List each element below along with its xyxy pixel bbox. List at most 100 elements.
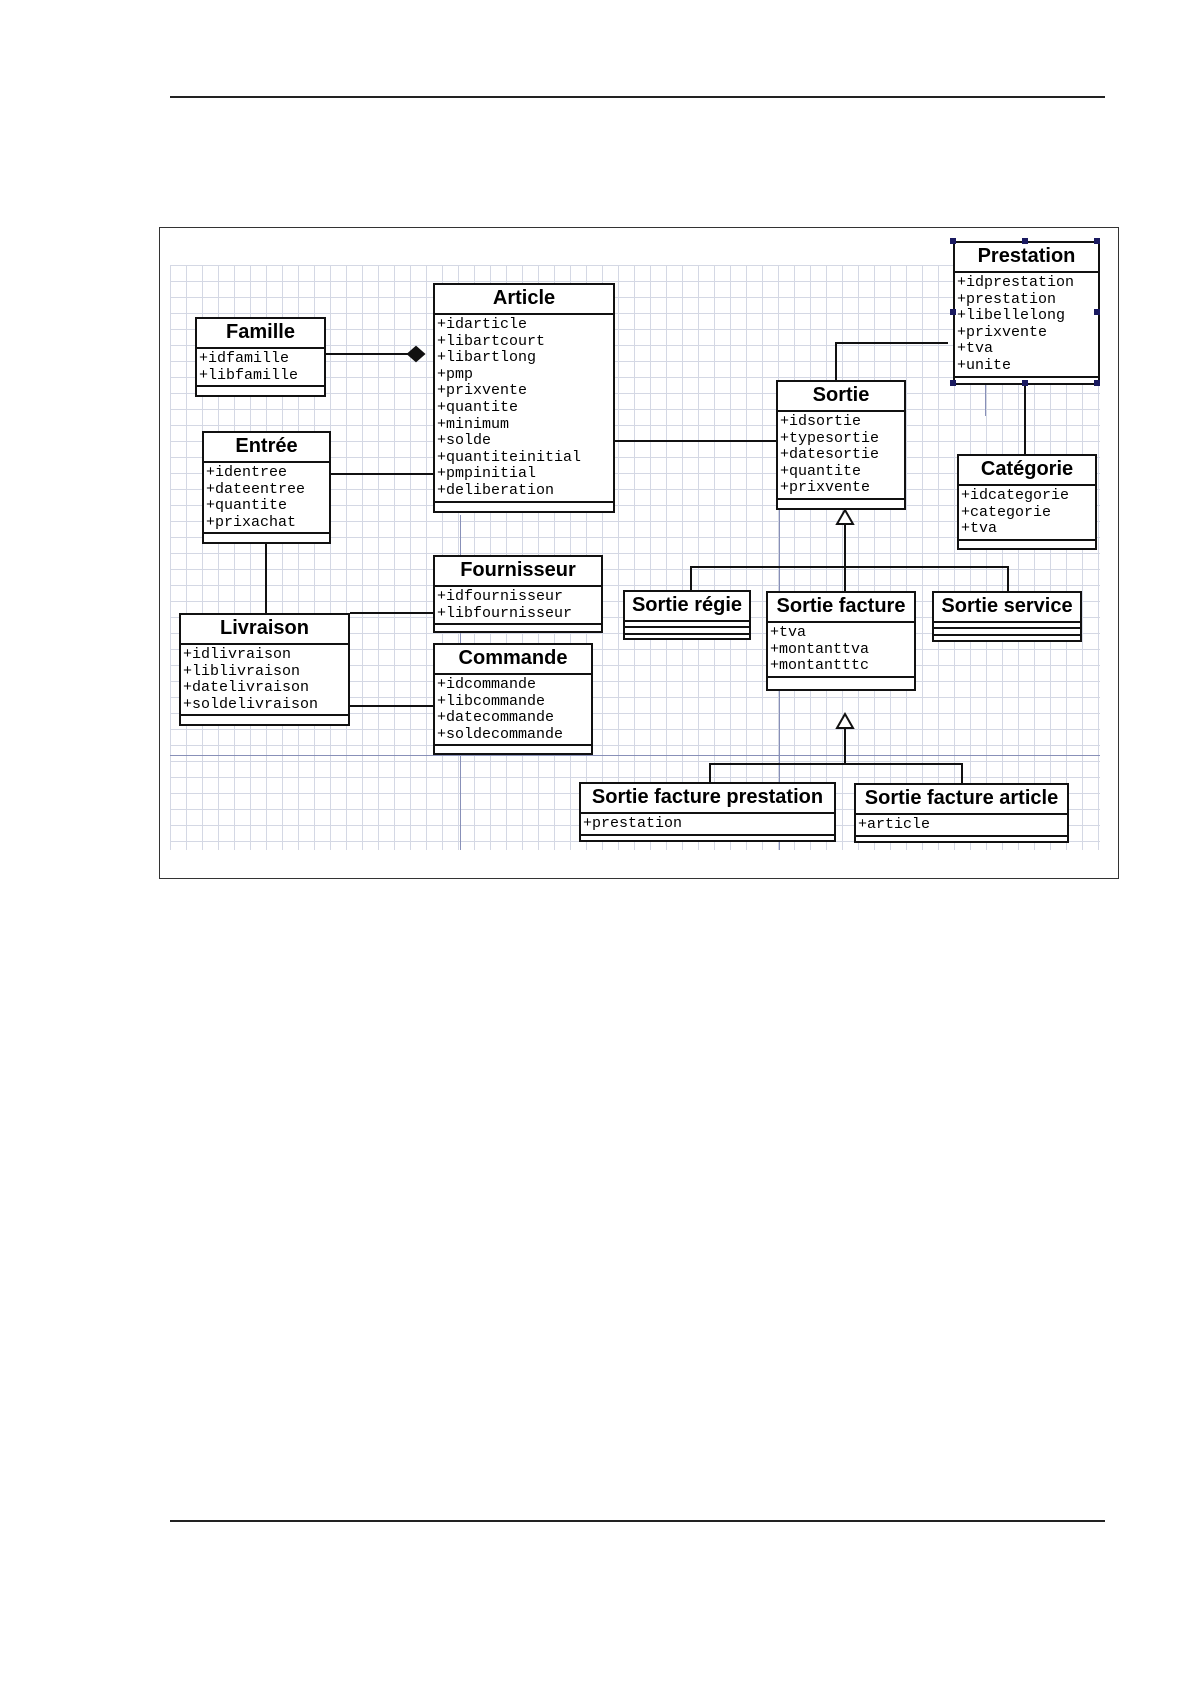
class-title: Prestation <box>955 243 1098 273</box>
composition-diamond <box>406 345 426 363</box>
class-article[interactable]: Article +idarticle +libartcourt +libartl… <box>433 283 615 513</box>
class-sortie-regie[interactable]: Sortie régie <box>623 590 751 640</box>
class-operations <box>856 834 1067 843</box>
class-livraison[interactable]: Livraison +idlivraison +liblivraison +da… <box>179 613 350 726</box>
attribute: +libartcourt <box>437 332 546 350</box>
generalization-arrow-sortie <box>835 507 855 525</box>
class-attributes: +idprestation +prestation +libellelong +… <box>955 273 1098 376</box>
attribute: +prestation <box>957 290 1057 308</box>
generalization-arrow-facture <box>835 711 855 729</box>
attribute: +dateentree <box>206 480 306 498</box>
attribute: +prestation <box>583 815 683 832</box>
selection-handle[interactable] <box>1094 309 1100 315</box>
attribute: +typesortie <box>780 429 880 447</box>
class-attributes: +idfournisseur +libfournisseur <box>435 587 601 623</box>
attribute: +idcategorie <box>961 487 1070 504</box>
attribute: +tva <box>957 340 994 358</box>
class-title: Commande <box>435 645 591 675</box>
attribute: +libfournisseur <box>437 604 573 622</box>
class-attributes <box>934 627 1080 634</box>
attribute: +quantiteinitial <box>437 448 582 466</box>
selection-handle[interactable] <box>1094 238 1100 244</box>
attribute: +libcommande <box>437 692 546 710</box>
association-lines <box>265 342 1026 788</box>
attribute: +solde <box>437 432 492 450</box>
class-operations <box>435 744 591 752</box>
attribute: +libellelong <box>957 307 1066 325</box>
guide-line-horizontal <box>170 755 1100 756</box>
attribute: +quantite <box>780 462 862 480</box>
class-sortie-facture[interactable]: Sortie facture +tva +montanttva +montant… <box>766 591 916 691</box>
class-title: Entrée <box>204 433 329 463</box>
class-operations <box>934 634 1080 642</box>
class-famille[interactable]: Famille +idfamille +libfamille <box>195 317 326 397</box>
class-sortie-service[interactable]: Sortie service <box>932 591 1082 642</box>
attribute: +soldelivraison <box>183 695 319 713</box>
class-sortie-facture-prestation[interactable]: Sortie facture prestation +prestation <box>579 782 836 842</box>
selection-handle[interactable] <box>950 238 956 244</box>
selection-handle[interactable] <box>1022 380 1028 386</box>
class-title: Catégorie <box>959 456 1095 486</box>
class-title: Article <box>435 285 613 315</box>
class-attributes: +article <box>856 815 1067 835</box>
class-categorie[interactable]: Catégorie +idcategorie +categorie +tva <box>957 454 1097 550</box>
attribute: +categorie <box>961 503 1052 521</box>
selection-handle[interactable] <box>950 380 956 386</box>
attribute: +datesortie <box>780 446 880 464</box>
class-attributes: +prestation <box>581 814 834 834</box>
attribute: +idarticle <box>437 316 528 333</box>
class-title: Sortie <box>778 382 904 412</box>
class-entree[interactable]: Entrée +identree +dateentree +quantite +… <box>202 431 331 544</box>
class-attributes: +idfamille +libfamille <box>197 349 324 385</box>
class-sortie[interactable]: Sortie +idsortie +typesortie +datesortie… <box>776 380 906 510</box>
attribute: +quantite <box>437 398 519 416</box>
class-prestation[interactable]: Prestation +idprestation +prestation +li… <box>953 241 1100 385</box>
class-title: Sortie facture prestation <box>581 784 834 814</box>
class-operations <box>197 385 324 393</box>
generalization-sortie-branches <box>690 566 1009 593</box>
attribute: +idsortie <box>780 413 862 430</box>
class-title: Sortie facture article <box>856 785 1067 815</box>
attribute: +datelivraison <box>183 679 310 697</box>
class-operations <box>959 538 1095 547</box>
class-operations <box>955 375 1098 384</box>
attribute: +datecommande <box>437 709 555 727</box>
selection-handle[interactable] <box>1094 380 1100 386</box>
class-fournisseur[interactable]: Fournisseur +idfournisseur +libfournisse… <box>433 555 603 633</box>
guide-line-vertical <box>985 380 986 416</box>
attribute: +identree <box>206 464 288 481</box>
attribute: +soldecommande <box>437 725 564 743</box>
class-attributes: +idsortie +typesortie +datesortie +quant… <box>778 412 904 498</box>
class-commande[interactable]: Commande +idcommande +libcommande +datec… <box>433 643 593 755</box>
class-attributes: +tva +montanttva +montantttc <box>768 623 914 676</box>
class-attributes: +identree +dateentree +quantite +prixach… <box>204 463 329 532</box>
class-title: Sortie régie <box>625 592 749 622</box>
attribute: +idfamille <box>199 350 290 367</box>
attribute: +deliberation <box>437 481 555 499</box>
attribute: +prixvente <box>437 382 528 400</box>
header-rule <box>170 96 1105 98</box>
class-operations <box>768 675 914 684</box>
attribute: +montanttva <box>770 640 870 658</box>
class-attributes: +idarticle +libartcourt +libartlong +pmp… <box>435 315 613 501</box>
attribute: +pmpinitial <box>437 465 537 483</box>
attribute: +quantite <box>206 497 288 515</box>
attribute: +prixvente <box>957 323 1048 341</box>
attribute: +tva <box>961 520 998 538</box>
attribute: +libfamille <box>199 366 299 384</box>
class-title: Famille <box>197 319 324 349</box>
class-attributes: +idcommande +libcommande +datecommande +… <box>435 675 591 744</box>
attribute: +idfournisseur <box>437 588 564 605</box>
selection-handle[interactable] <box>1022 238 1028 244</box>
attribute: +idcommande <box>437 676 537 693</box>
attribute: +libartlong <box>437 349 537 367</box>
class-title: Sortie facture <box>768 593 914 623</box>
class-sortie-facture-article[interactable]: Sortie facture article +article <box>854 783 1069 843</box>
attribute: +prixachat <box>206 513 297 531</box>
uml-class-diagram: Famille +idfamille +libfamille Article +… <box>159 227 1119 879</box>
class-title: Sortie service <box>934 593 1080 623</box>
attribute: +liblivraison <box>183 662 301 680</box>
class-operations <box>435 500 613 509</box>
attribute: +minimum <box>437 415 510 433</box>
selection-handle[interactable] <box>950 309 956 315</box>
